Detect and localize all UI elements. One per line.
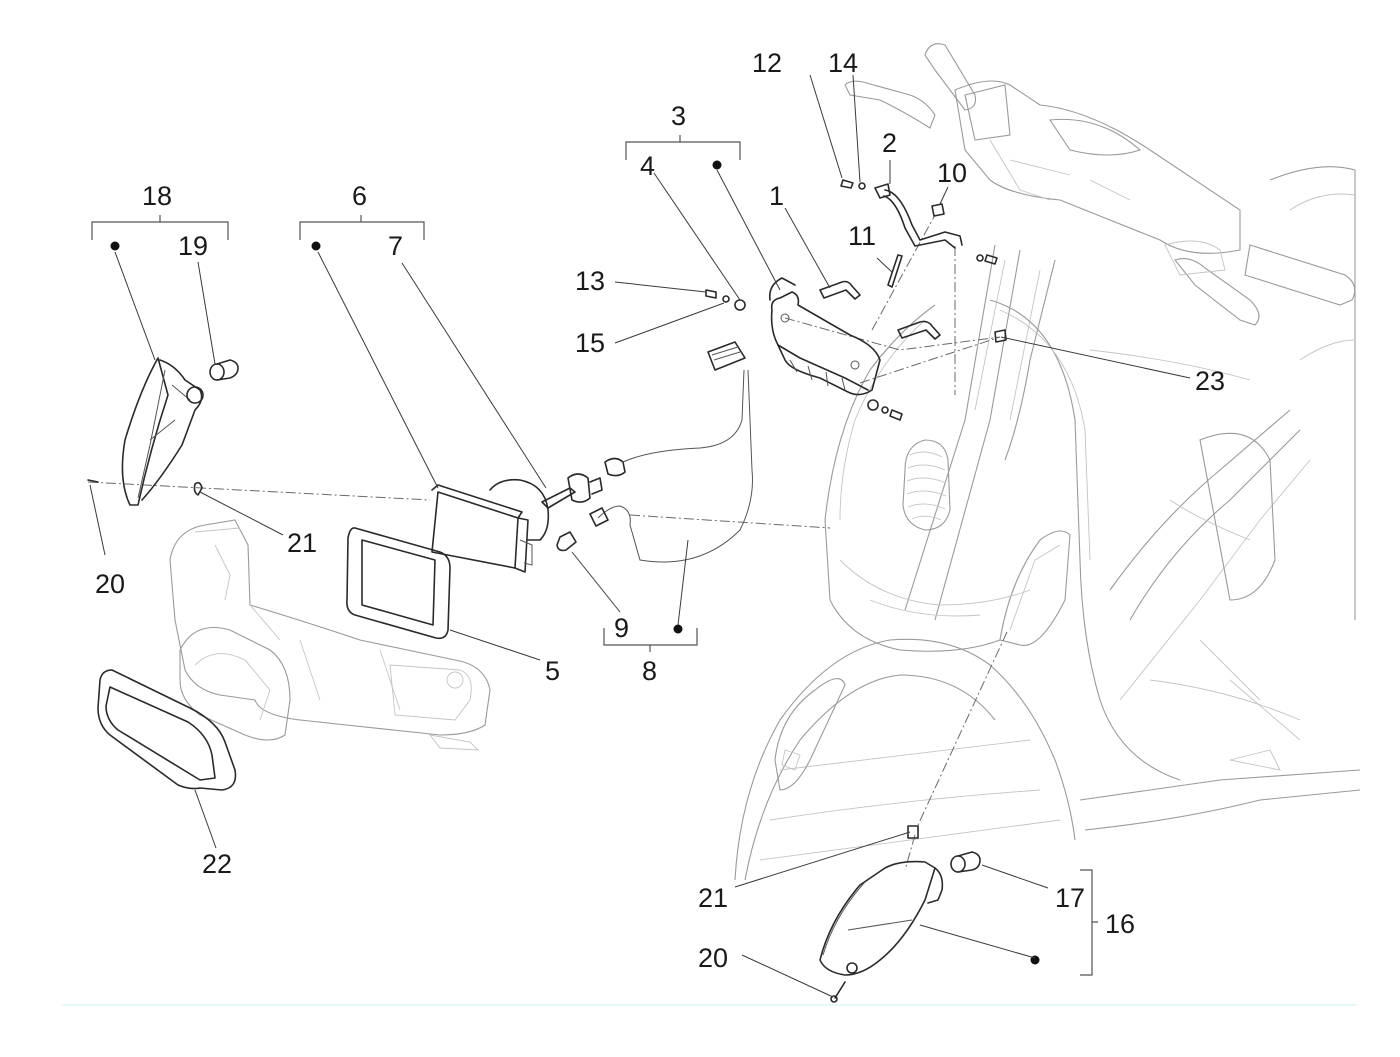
nut-10 [931,203,945,217]
callout-22: 22 [202,849,232,879]
callout-15: 15 [575,328,605,358]
bulb-connector [604,457,626,477]
clip-21-right [907,825,919,839]
callout-14: 14 [828,48,858,78]
callout-labels: 18 19 6 7 3 4 1 12 14 2 10 11 13 15 23 2… [95,48,1225,973]
callout-16: 16 [1105,909,1135,939]
callout-21-left: 21 [287,528,317,558]
screw-20-left [87,479,99,483]
group-dot-6 [311,241,321,251]
turn-signal-bulb-right [950,851,981,873]
parking-light-bulb [556,531,577,552]
assembly-axes [87,214,1008,871]
callout-21-right: 21 [698,883,728,913]
callout-1: 1 [769,181,784,211]
callout-20-right: 20 [698,943,728,973]
page-bottom-rule [62,1004,1357,1006]
leader-lines [89,74,1191,998]
bracket-clip-lower [897,320,941,340]
upper-bracket-2 [874,183,963,249]
headlight-unit [431,478,550,573]
group-dot-18 [110,241,120,251]
callout-6: 6 [352,181,367,211]
screw-right-bracket [976,254,998,265]
group-dot-3 [712,160,722,170]
callout-8: 8 [642,656,657,686]
group-brackets [91,135,1098,976]
group-dot-8 [673,624,683,634]
callout-18: 18 [142,181,172,211]
turn-signal-frame [97,669,237,791]
screw-20-right [830,981,846,1003]
grommet-23 [994,329,1007,343]
callout-23: 23 [1195,366,1225,396]
front-turn-signal-right [819,860,944,976]
headlight-bulb [541,473,603,509]
pin-11 [887,254,903,288]
callout-20-left: 20 [95,569,125,599]
callout-10: 10 [937,158,967,188]
turn-signal-bulb-left [209,359,239,381]
headlight-support-bracket [768,277,881,396]
group-dots [110,160,1040,965]
callout-17: 17 [1055,883,1085,913]
callout-11: 11 [848,221,876,251]
headlight-gasket [346,527,451,640]
callout-2: 2 [882,128,897,158]
callout-12: 12 [752,48,782,78]
callout-7: 7 [388,231,403,261]
handlebar-cover-front [169,519,491,751]
scooter-front-body [734,43,1361,881]
callout-13: 13 [575,266,605,296]
callout-4: 4 [640,151,655,181]
headlight-wiring-harness [589,341,753,563]
bracket-fasteners [705,179,903,421]
callout-9: 9 [614,613,629,643]
clip-21-left [193,481,203,496]
callout-19: 19 [178,231,208,261]
callout-5: 5 [545,656,560,686]
callout-3: 3 [671,101,686,131]
front-turn-signal-left [121,357,204,506]
bracket-clip-1 [819,280,861,300]
